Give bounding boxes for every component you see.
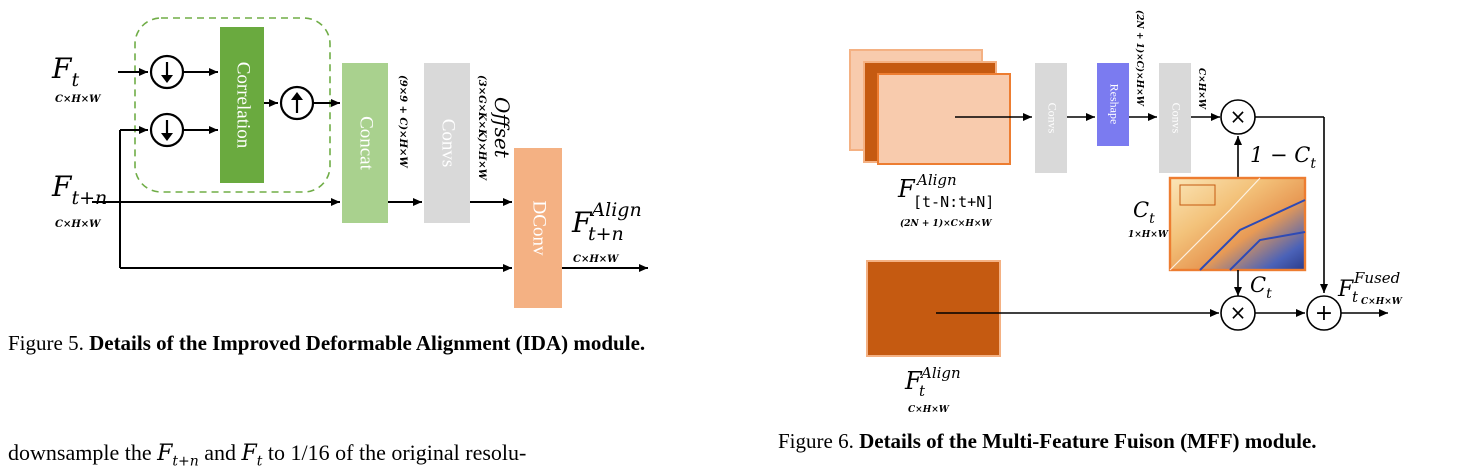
downsample-op-2	[149, 112, 185, 148]
svg-text:×: ×	[1230, 301, 1247, 325]
concat-block	[342, 63, 388, 223]
ida-output-label: FAlign	[571, 199, 642, 239]
body-suffix: to 1/16 of the original resolu-	[262, 440, 527, 465]
bottom-label: F	[904, 367, 923, 395]
ftn-dim: C×H×W	[55, 219, 102, 230]
bottom-dim: C×H×W	[908, 405, 950, 415]
figure-6-caption-prefix: Figure 6.	[778, 429, 860, 453]
stack-dim: (2N + 1)×C×H×W	[900, 218, 992, 229]
correlation-label: Correlation	[233, 62, 254, 149]
ida-output-dim: C×H×W	[573, 254, 620, 265]
convs-dim: (3×G×K×K)×H×W	[476, 75, 487, 182]
ct-label: Ct	[1133, 198, 1155, 227]
concat-dim: (9×9 + C)×H×W	[397, 75, 408, 169]
figure-6-caption: Figure 6. Details of the Multi-Feature F…	[778, 428, 1470, 454]
mff-convs-label-1: Convs	[1045, 103, 1059, 134]
offset-label: Offset	[490, 97, 514, 159]
one-minus-ct: 1 − Ct	[1250, 143, 1316, 172]
upsample-op	[279, 85, 315, 121]
multiply-op-bottom: ×	[1220, 295, 1256, 331]
ct-dim: 1×H×W	[1128, 230, 1169, 240]
body-f2-sub: t	[256, 453, 263, 469]
ft-dim: C×H×W	[55, 94, 102, 105]
convs2-dim: C×H×W	[1196, 68, 1206, 110]
figure-5-caption-prefix: Figure 5.	[8, 331, 90, 355]
fused-label: F	[1337, 277, 1354, 302]
confidence-map-image	[1168, 176, 1307, 272]
mff-convs-label-2: Convs	[1169, 103, 1183, 134]
body-f1: F	[157, 441, 173, 466]
dconv-label: DConv	[529, 201, 550, 256]
fused-sup: Fused	[1353, 269, 1400, 287]
multiply-op-top: ×	[1220, 99, 1256, 135]
figure-6-diagram: F Align [t-N:t+N] (2N + 1)×C×H×W Convs R…	[849, 10, 1403, 415]
ftn-label: Ft+n	[51, 170, 107, 209]
bottom-feature-map	[866, 260, 1001, 357]
bottom-sup: Align	[919, 364, 961, 382]
dconv-block	[514, 148, 562, 308]
concat-label: Concat	[356, 116, 377, 171]
fused-sub: t	[1352, 288, 1359, 306]
ida-output-sub: t+n	[588, 223, 624, 245]
figure-5-caption-bold: Details of the Improved Deformable Align…	[89, 331, 646, 355]
body-text-line: downsample the Ft+n and Ft to 1/16 of th…	[8, 440, 526, 469]
fused-dim: C×H×W	[1361, 297, 1403, 307]
svg-text:+: +	[1315, 301, 1333, 326]
stack-sub: [t-N:t+N]	[913, 193, 994, 211]
mff-convs-block-1	[1035, 63, 1067, 173]
reshape-dim: (2N + 1)×C)×H×W	[1134, 10, 1145, 107]
svg-text:×: ×	[1230, 105, 1247, 129]
figure-5-diagram: Ft C×H×W Ft+n C×H×W Correlation	[51, 17, 648, 308]
figure-6-caption-bold: Details of the Multi-Feature Fuison (MFF…	[859, 429, 1317, 453]
body-f2: F	[241, 441, 257, 466]
figure-5-caption: Figure 5. Details of the Improved Deform…	[8, 330, 728, 356]
convs-label: Convs	[438, 119, 459, 168]
convs-block	[424, 63, 470, 223]
stack-layer-front	[877, 73, 1011, 165]
correlation-block	[220, 27, 264, 183]
ft-label: Ft	[51, 52, 79, 91]
add-op: +	[1306, 295, 1342, 331]
bottom-sub: t	[919, 382, 926, 400]
stack-label: F	[897, 175, 916, 203]
body-prefix: downsample the	[8, 440, 158, 465]
reshape-block	[1097, 63, 1129, 146]
downsample-op-1	[149, 54, 185, 90]
reshape-label: Reshape	[1107, 84, 1121, 125]
mff-convs-block-2	[1159, 63, 1191, 173]
correlation-group-outline	[134, 17, 331, 193]
body-f1-sub: t+n	[172, 453, 199, 469]
body-mid: and	[198, 440, 242, 465]
ct2-label: Ct	[1250, 273, 1272, 302]
stack-sup: Align	[915, 171, 957, 189]
